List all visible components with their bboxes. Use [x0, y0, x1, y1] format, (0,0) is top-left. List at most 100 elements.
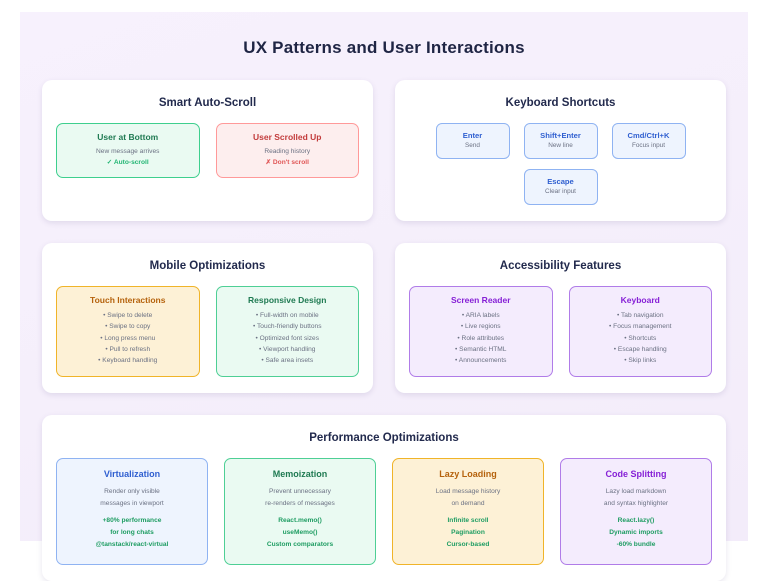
card-list: • Tab navigation • Focus management • Sh…	[576, 310, 706, 367]
list-item: • Pull to refresh	[105, 345, 151, 353]
card-desc-line: on demand	[451, 499, 485, 507]
panel-accessibility-features: Accessibility Features Screen Reader • A…	[395, 243, 726, 393]
card-desc-line: messages in viewport	[100, 499, 164, 507]
panel-keyboard-shortcuts: Keyboard Shortcuts Enter Send Shift+Ente…	[395, 80, 726, 221]
list-item: • Skip links	[624, 357, 657, 365]
card-memoization[interactable]: Memoization Prevent unnecessary re-rende…	[224, 457, 376, 565]
key-escape[interactable]: Escape Clear input	[523, 169, 598, 205]
list-item: • Role attributes	[457, 334, 505, 342]
card-list: • Swipe to delete • Swipe to copy • Long…	[63, 310, 193, 367]
card-lazy-loading[interactable]: Lazy Loading Load message history on dem…	[392, 457, 544, 565]
list-item: • Live regions	[460, 323, 501, 331]
list-item: • Optimized font sizes	[255, 334, 319, 342]
list-item: • Full-width on mobile	[255, 312, 319, 319]
key-desc: New line	[548, 142, 573, 150]
accessibility-cards: Screen Reader • ARIA labels • Live regio…	[409, 286, 712, 377]
list-item: • Announcements	[455, 357, 507, 365]
panel-title-keyboard: Keyboard Shortcuts	[505, 97, 616, 109]
list-item: • ARIA labels	[461, 312, 500, 319]
card-accent: ✗ Don't scroll	[265, 158, 309, 166]
card-accent-line: React.memo()	[278, 517, 322, 525]
mobile-cards: Touch Interactions • Swipe to delete • S…	[56, 286, 359, 377]
key-desc: Clear input	[545, 188, 576, 196]
card-desc-line: Lazy load markdown	[605, 487, 667, 495]
card-virtualization[interactable]: Virtualization Render only visible messa…	[56, 457, 208, 565]
card-title: Touch Interactions	[90, 295, 166, 305]
panel-title-accessibility: Accessibility Features	[499, 260, 622, 272]
row-two: Mobile Optimizations Touch Interactions …	[42, 243, 726, 393]
card-code-splitting[interactable]: Code Splitting Lazy load markdown and sy…	[560, 457, 712, 565]
key-label: Enter	[462, 131, 483, 140]
panel-title-mobile: Mobile Optimizations	[149, 260, 266, 272]
card-desc-line: and syntax highlighter	[603, 499, 669, 507]
card-title: Code Splitting	[605, 468, 667, 479]
panel-title-auto-scroll: Smart Auto-Scroll	[158, 97, 257, 109]
card-accent-line: -60% bundle	[616, 541, 656, 549]
card-touch-interactions[interactable]: Touch Interactions • Swipe to delete • S…	[56, 286, 200, 377]
list-item: • Swipe to delete	[103, 312, 153, 319]
card-title: Screen Reader	[450, 295, 511, 305]
card-accent-line: React.lazy()	[617, 517, 655, 525]
list-item: • Semantic HTML	[455, 345, 507, 353]
card-accent-line: Custom comparators	[266, 541, 334, 549]
card-accent-line: Infinite scroll	[447, 517, 489, 525]
auto-scroll-cards: User at Bottom New message arrives ✓ Aut…	[56, 123, 359, 179]
key-desc: Send	[465, 142, 480, 150]
list-item: • Shortcuts	[624, 334, 657, 342]
list-item: • Keyboard handling	[98, 357, 158, 365]
card-desc-line: Prevent unnecessary	[269, 487, 331, 495]
card-title: Virtualization	[103, 468, 161, 479]
list-item: • Viewport handling	[259, 345, 316, 353]
card-desc-line: Load message history	[435, 487, 501, 495]
list-item: • Escape handling	[613, 345, 667, 353]
card-accent-line: for long chats	[110, 529, 154, 537]
card-title: Memoization	[272, 468, 328, 479]
card-title: Lazy Loading	[439, 468, 497, 479]
panel-smart-auto-scroll: Smart Auto-Scroll User at Bottom New mes…	[42, 80, 373, 221]
card-user-at-bottom[interactable]: User at Bottom New message arrives ✓ Aut…	[56, 123, 200, 179]
card-desc: Reading history	[264, 148, 311, 155]
row-one: Smart Auto-Scroll User at Bottom New mes…	[42, 80, 726, 221]
card-desc: New message arrives	[96, 148, 160, 155]
page-container: UX Patterns and User Interactions Smart …	[20, 12, 748, 581]
card-accent-line: Dynamic imports	[609, 529, 663, 537]
list-item: • Safe area insets	[261, 357, 314, 365]
card-accent-line: useMemo()	[282, 529, 318, 537]
panel-performance-optimizations: Performance Optimizations Virtualization…	[42, 414, 726, 581]
card-list: • Full-width on mobile • Touch-friendly …	[223, 310, 353, 367]
card-list: • ARIA labels • Live regions • Role attr…	[416, 310, 546, 367]
keyboard-keys-row-1: Enter Send Shift+Enter New line Cmd/Ctrl…	[409, 123, 712, 159]
key-enter[interactable]: Enter Send	[435, 123, 510, 159]
key-shift-enter[interactable]: Shift+Enter New line	[523, 123, 598, 159]
key-desc: Focus input	[631, 142, 666, 150]
panel-mobile-optimizations: Mobile Optimizations Touch Interactions …	[42, 243, 373, 393]
card-keyboard-accessibility[interactable]: Keyboard • Tab navigation • Focus manage…	[568, 286, 712, 377]
card-title: User Scrolled Up	[253, 132, 322, 142]
keyboard-keys-row-2: Escape Clear input	[409, 169, 712, 205]
panel-title-performance: Performance Optimizations	[309, 431, 459, 444]
card-user-scrolled-up[interactable]: User Scrolled Up Reading history ✗ Don't…	[215, 123, 359, 179]
key-cmd-ctrl-k[interactable]: Cmd/Ctrl+K Focus input	[611, 123, 686, 159]
list-item: • Swipe to copy	[105, 323, 151, 331]
card-accent: ✓ Auto-scroll	[106, 158, 149, 166]
list-item: • Long press menu	[100, 334, 156, 342]
key-label: Shift+Enter	[540, 131, 581, 140]
card-screen-reader[interactable]: Screen Reader • ARIA labels • Live regio…	[409, 286, 553, 377]
card-desc-line: re-renders of messages	[265, 499, 335, 507]
card-title: User at Bottom	[97, 132, 159, 142]
card-accent-line: @tanstack/react-virtual	[95, 541, 169, 549]
key-label: Escape	[547, 177, 574, 186]
card-title: Responsive Design	[248, 295, 327, 305]
page-title: UX Patterns and User Interactions	[243, 38, 525, 57]
performance-cards: Virtualization Render only visible messa…	[56, 457, 712, 565]
list-item: • Touch-friendly buttons	[252, 323, 322, 331]
card-title: Keyboard	[620, 295, 660, 305]
card-desc-line: Render only visible	[104, 487, 160, 495]
card-accent-line: Pagination	[451, 529, 485, 537]
list-item: • Focus management	[609, 323, 672, 331]
row-three: Performance Optimizations Virtualization…	[42, 414, 726, 581]
card-responsive-design[interactable]: Responsive Design • Full-width on mobile…	[215, 286, 359, 377]
key-label: Cmd/Ctrl+K	[627, 131, 670, 140]
card-accent-line: Cursor-based	[446, 541, 490, 549]
card-accent-line: +80% performance	[102, 517, 162, 525]
